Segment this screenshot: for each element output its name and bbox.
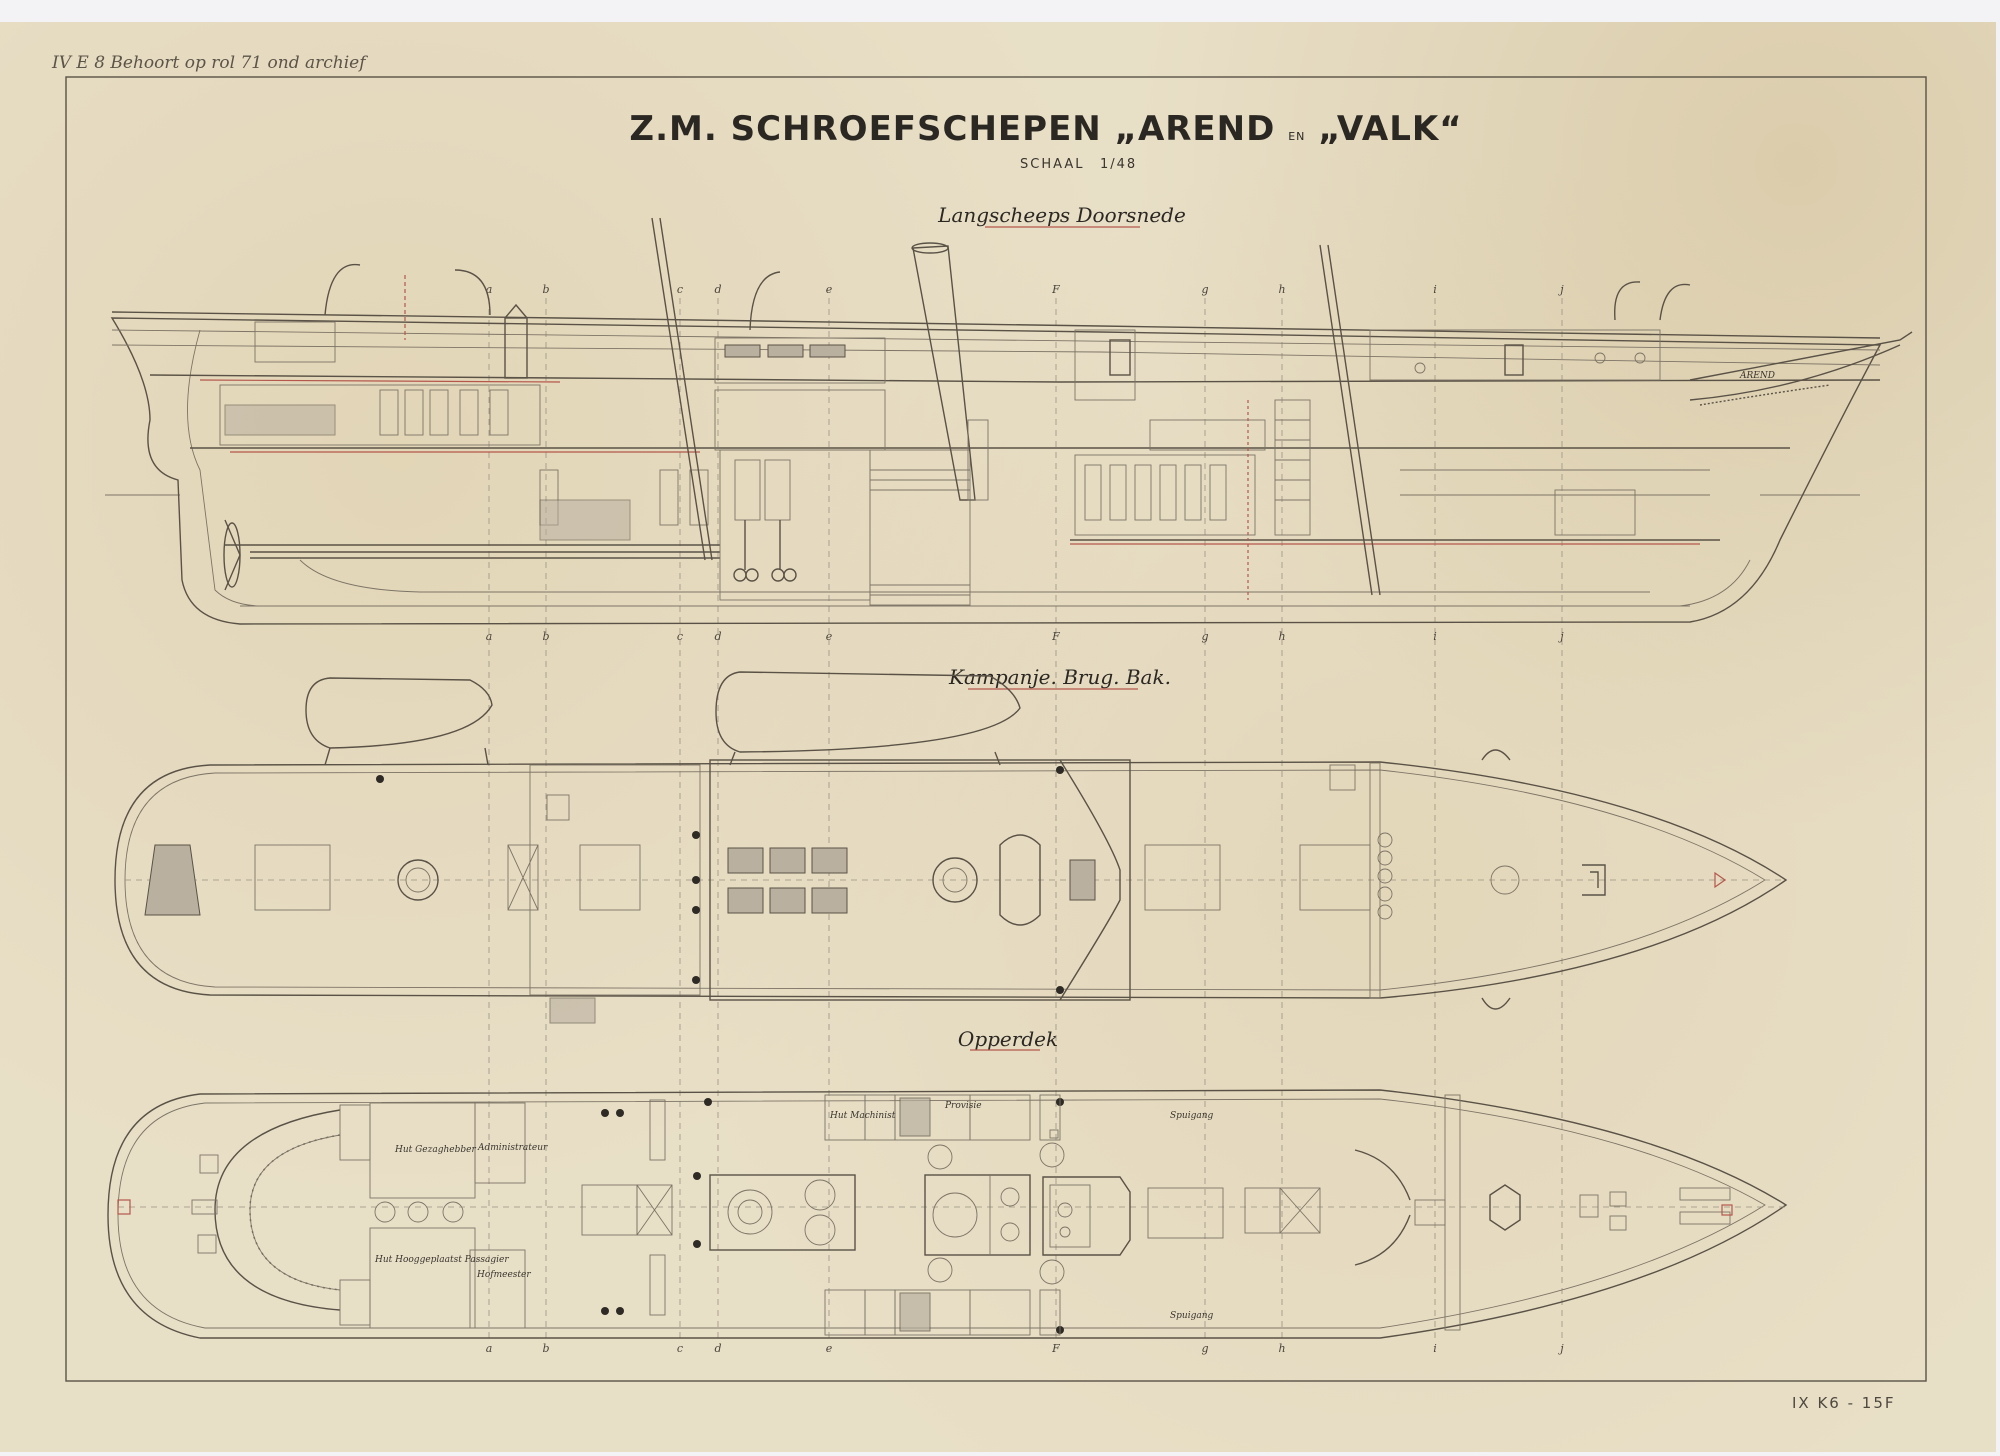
title-prefix: Z.M. [629,109,717,149]
room-label-hut-machinist: Hut Machinist [829,1111,896,1121]
station-letter: a [486,630,493,643]
station-letter: c [677,1342,683,1355]
room-label-provisie: Provisie [944,1101,982,1111]
station-letter: h [1278,283,1285,296]
station-letter: d [714,1342,721,1355]
drawing-border [65,76,1927,1382]
station-letter: g [1201,630,1208,643]
title-valk: „VALK“ [1318,109,1462,149]
station-letter: F [1051,283,1060,296]
station-letter: a [486,1342,493,1355]
station-letter: F [1051,1342,1060,1355]
station-letter: a [486,283,493,296]
scale-value: 1/48 [1100,157,1137,172]
station-letter: i [1433,630,1437,643]
station-letter: c [677,283,683,296]
reference-code: IX K6 - 15F [1792,1394,1896,1412]
station-letter: b [542,630,549,643]
station-letter: c [677,630,683,643]
room-label-spuigang-1: Spuigang [1170,1111,1214,1121]
drawing-sheet [0,22,1996,1452]
title-arend: „AREND [1115,109,1276,149]
station-letter: j [1557,630,1564,643]
station-letter: h [1278,630,1285,643]
room-label-hofmeester: Hofmeester [476,1270,531,1280]
drawing-title: Z.M. SCHROEFSCHEPEN „AREND EN „VALK“ [629,109,1462,149]
section-label-deck-plan: Opperdek [958,1027,1058,1051]
section-label-longitudinal: Langscheeps Doorsnede [937,203,1186,227]
room-label-hut-passagier: Hut Hooggeplaatst Passagier [374,1255,509,1265]
station-letter: i [1433,1342,1437,1355]
station-letter: j [1557,1342,1564,1355]
station-letter: g [1201,283,1208,296]
station-letter: g [1201,1342,1208,1355]
station-letter: e [826,283,833,296]
title-en: EN [1288,130,1305,143]
station-letter: b [542,283,549,296]
station-letter: j [1557,283,1564,296]
upper-deck-plan [114,671,1788,1024]
archive-note: IV E 8 Behoort op rol 71 ond archief [51,53,368,73]
main-deck-plan: Hut Gezaghebber Hut Hooggeplaatst Passag… [107,1089,1788,1339]
station-letter: e [826,630,833,643]
station-letter: h [1278,1342,1285,1355]
station-letter: d [714,630,721,643]
station-letter: b [542,1342,549,1355]
longitudinal-section: AREND [105,217,1913,625]
room-label-spuigang-2: Spuigang [1170,1311,1214,1321]
hull-name-label: AREND [1739,371,1775,381]
station-letter: d [714,283,721,296]
station-letter: e [826,1342,833,1355]
room-label-administrateur: Administrateur [477,1143,548,1153]
title-main: SCHROEFSCHEPEN [731,109,1102,149]
station-letter: i [1433,283,1437,296]
room-label-hut-gezaghebber: Hut Gezaghebber [394,1145,476,1155]
scale-label: SCHAAL [1020,157,1085,172]
section-label-upper-plan: Kampanje. Brug. Bak. [948,665,1171,689]
station-lines [488,298,1563,1340]
station-letter: F [1051,630,1060,643]
